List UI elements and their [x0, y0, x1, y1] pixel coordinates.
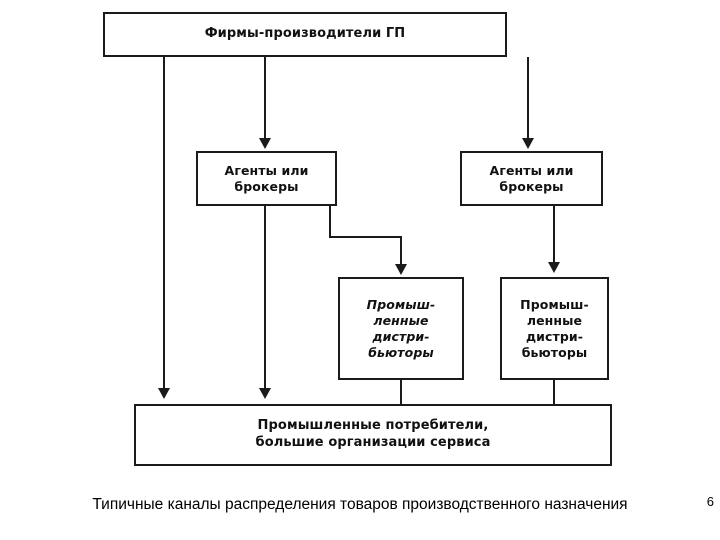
- edge-agents-left-to-distributors-mid-segment-3: [400, 236, 402, 266]
- arrowhead-agents-left-to-consumers: [259, 388, 271, 399]
- edge-agents-left-to-consumers: [264, 206, 266, 390]
- edge-producers-to-agents-left: [264, 57, 266, 140]
- slide-caption: Типичные каналы распределения товаров пр…: [92, 496, 628, 513]
- node-agents-left: Агенты или брокеры: [196, 151, 337, 206]
- distribution-channels-diagram: Фирмы-производители ГП Агенты или брокер…: [103, 12, 612, 466]
- arrowhead-agents-right-to-distributors-right: [548, 262, 560, 273]
- edge-distributors-right-to-consumers: [553, 380, 555, 405]
- node-agents-right: Агенты или брокеры: [460, 151, 603, 206]
- edge-producers-to-agents-right: [527, 57, 529, 140]
- edge-agents-left-to-distributors-mid-segment-2: [329, 236, 402, 238]
- arrowhead-producers-to-agents-right: [522, 138, 534, 149]
- page-number: 6: [706, 494, 714, 509]
- edge-distributors-mid-to-consumers: [400, 380, 402, 406]
- edge-producers-to-consumers: [163, 57, 165, 390]
- arrowhead-producers-to-agents-left: [259, 138, 271, 149]
- arrowhead-producers-to-consumers: [158, 388, 170, 399]
- node-distributors-right: Промыш- ленные дистри- бьюторы: [500, 277, 609, 380]
- edge-agents-right-to-distributors-right: [553, 206, 555, 264]
- node-distributors-mid: Промыш- ленные дистри- бьюторы: [338, 277, 464, 380]
- node-consumers: Промышленные потребители, большие органи…: [134, 404, 612, 466]
- arrowhead-agents-left-to-distributors-mid: [395, 264, 407, 275]
- node-producers: Фирмы-производители ГП: [103, 12, 507, 57]
- edge-agents-left-to-distributors-mid-segment-1: [329, 206, 331, 236]
